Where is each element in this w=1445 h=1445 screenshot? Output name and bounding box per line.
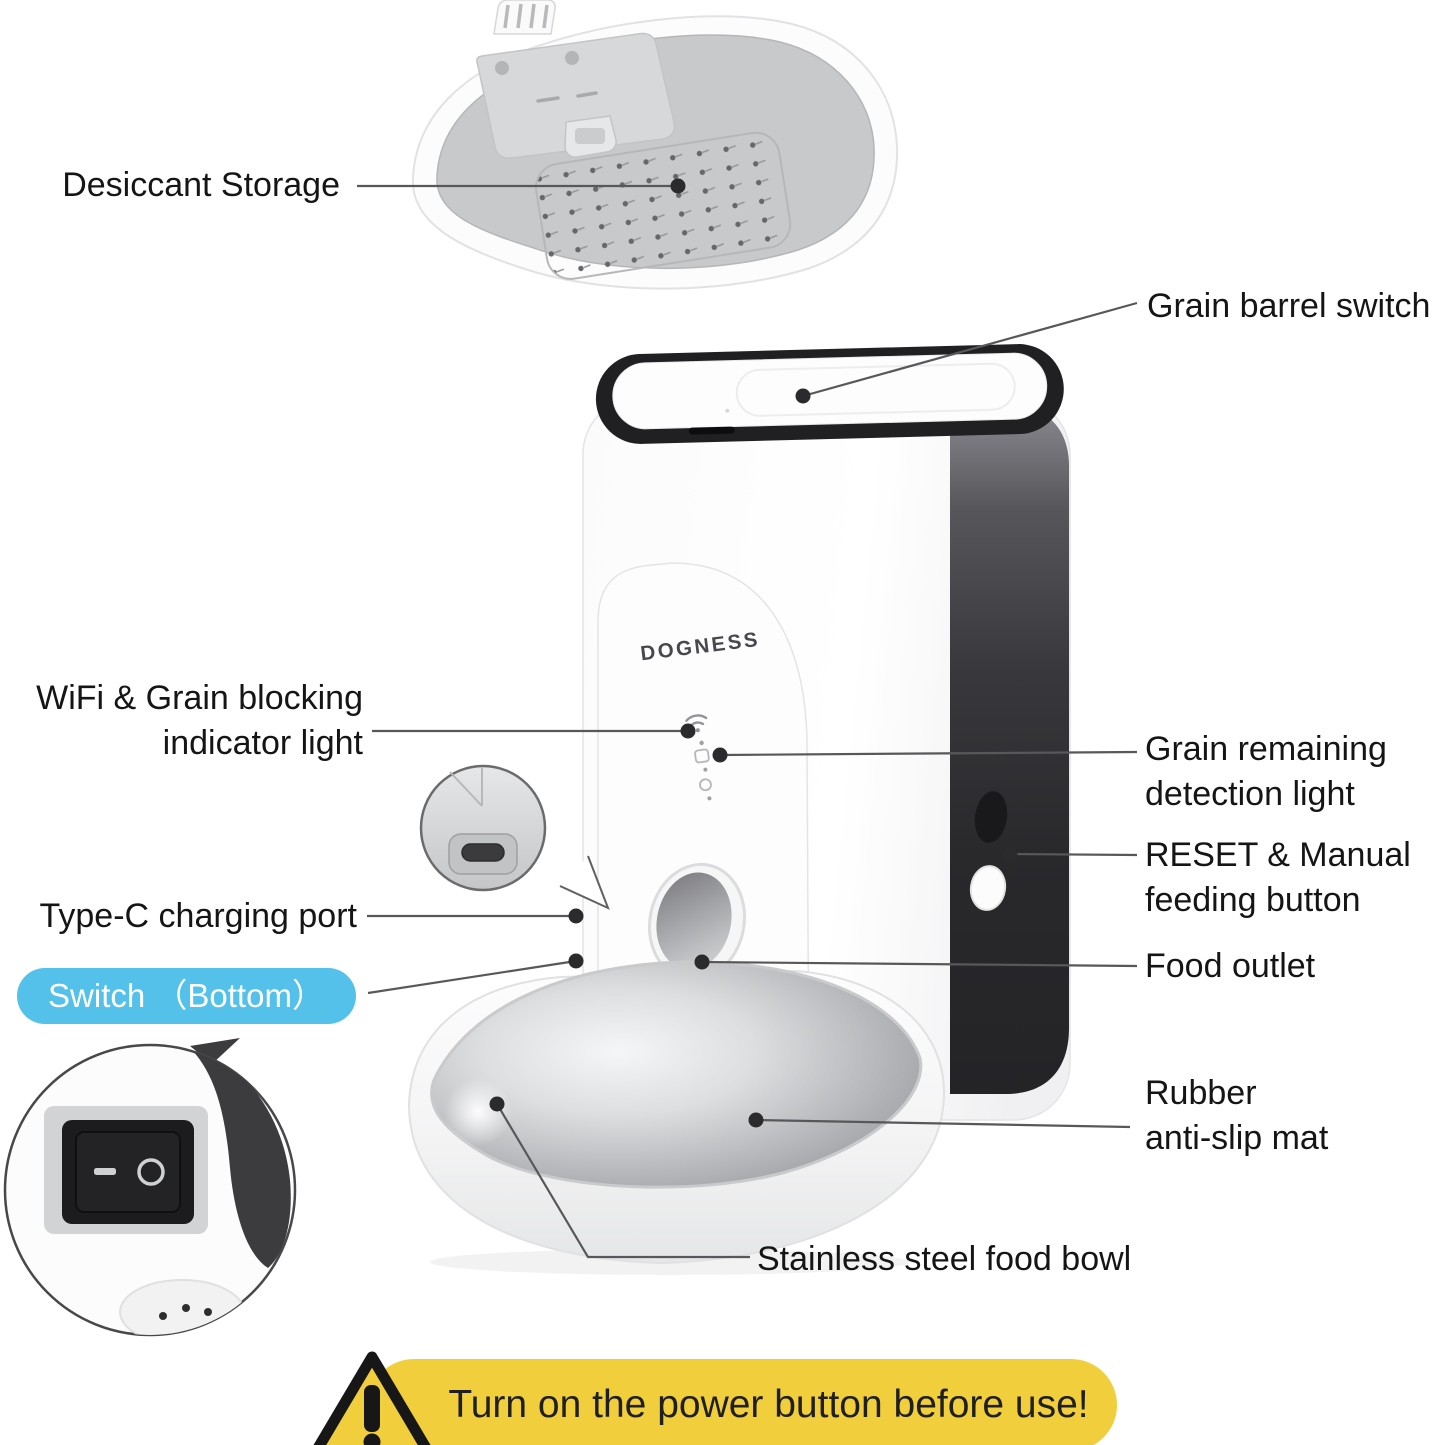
- label-wifi-indicator: WiFi & Grain blocking indicator light: [36, 679, 363, 762]
- switch-off-mark: [137, 1158, 165, 1186]
- grain-blocking-dot: [703, 767, 708, 772]
- lid-latch: [564, 115, 617, 158]
- leader-lines: [357, 178, 1138, 1259]
- label-type-c-port: Type-C charging port: [39, 897, 358, 935]
- manual-feed-button: [969, 865, 1007, 911]
- warning-triangle-icon: [313, 1351, 431, 1445]
- reset-button: [974, 791, 1008, 843]
- warning-banner: Turn on the power button before use!: [368, 1359, 1117, 1445]
- food-outlet: [647, 862, 747, 982]
- type-c-port: [461, 843, 505, 862]
- label-grain-remaining: Grain remaining detection light: [1145, 730, 1387, 813]
- drain-holes: [159, 1304, 212, 1320]
- label-reset-manual: RESET & Manual feeding button: [1145, 836, 1411, 919]
- type-c-inset: [419, 764, 610, 910]
- food-bowl: [407, 960, 946, 1275]
- grain-remaining-icon: [699, 778, 712, 792]
- grain-window: [950, 405, 1069, 1094]
- power-switch-inset: [3, 1038, 297, 1337]
- label-switch-bottom: Switch （Bottom）: [17, 968, 356, 1024]
- power-switch: [44, 1106, 208, 1234]
- lid-handle-notch: [688, 426, 735, 435]
- label-stainless-bowl: Stainless steel food bowl: [757, 1240, 1132, 1278]
- grain-remaining-dot: [707, 796, 712, 801]
- lid-battery-panel: [476, 32, 676, 159]
- desiccant-lid: [411, 0, 899, 290]
- grain-blocking-icon: [694, 748, 710, 764]
- warning-text: Turn on the power button before use!: [448, 1383, 1089, 1426]
- bowl-steel-inner: [430, 960, 923, 1189]
- label-food-outlet: Food outlet: [1145, 947, 1316, 985]
- feeder-unit: DOGNESS: [582, 344, 1071, 1136]
- lid-hinge: [493, 0, 556, 35]
- label-desiccant-storage: Desiccant Storage: [62, 166, 340, 204]
- desiccant-vent-grid: [535, 131, 792, 280]
- wifi-indicator-dot: [699, 740, 704, 746]
- feeder-top-lid: [595, 344, 1064, 444]
- mat-corner-shape: [192, 1045, 291, 1268]
- label-rubber-mat: Rubber anti-slip mat: [1145, 1074, 1329, 1157]
- switch-on-mark: [94, 1168, 116, 1175]
- inset-pointer: [559, 855, 610, 910]
- label-grain-barrel-switch: Grain barrel switch: [1147, 287, 1431, 325]
